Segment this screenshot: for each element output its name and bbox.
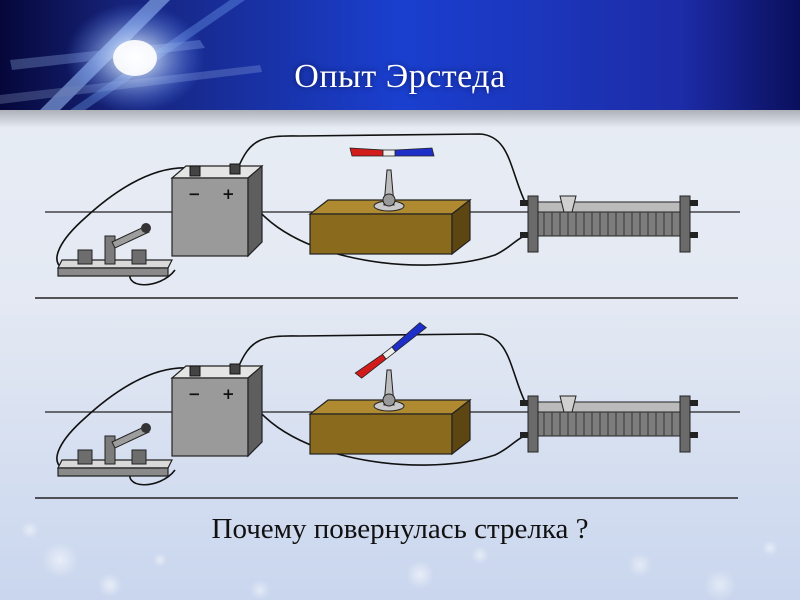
experiment-needle-at-rest: − + (0, 0, 800, 299)
compass (354, 322, 427, 412)
magnetic-needle (354, 322, 427, 379)
circuit-diagram: − + (35, 322, 740, 499)
battery: − + (170, 163, 264, 258)
battery-plus-label: + (222, 385, 235, 403)
needle-north (349, 147, 384, 157)
battery-minus-label: − (188, 185, 201, 203)
battery: − + (170, 363, 264, 458)
rheostat-slider (559, 195, 577, 213)
conductor-block (308, 398, 472, 456)
circuit-diagram: − + (35, 133, 740, 299)
slide-title: Опыт Эрстеда (294, 58, 506, 95)
needle-north (354, 353, 387, 379)
battery-minus-label: − (188, 385, 201, 403)
compass (349, 147, 435, 212)
needle-south (391, 322, 427, 353)
needle-south (394, 147, 435, 157)
switch[interactable] (57, 223, 173, 277)
rheostat (520, 395, 698, 453)
rheostat (520, 195, 698, 253)
slide-question: Почему повернулась стрелка ? (211, 513, 589, 545)
rheostat-slider (559, 395, 577, 413)
battery-plus-label: + (222, 185, 235, 203)
switch[interactable] (57, 423, 173, 477)
wires (56, 133, 527, 286)
magnetic-needle (349, 147, 435, 157)
experiment-needle-deflected: − + (0, 200, 800, 499)
